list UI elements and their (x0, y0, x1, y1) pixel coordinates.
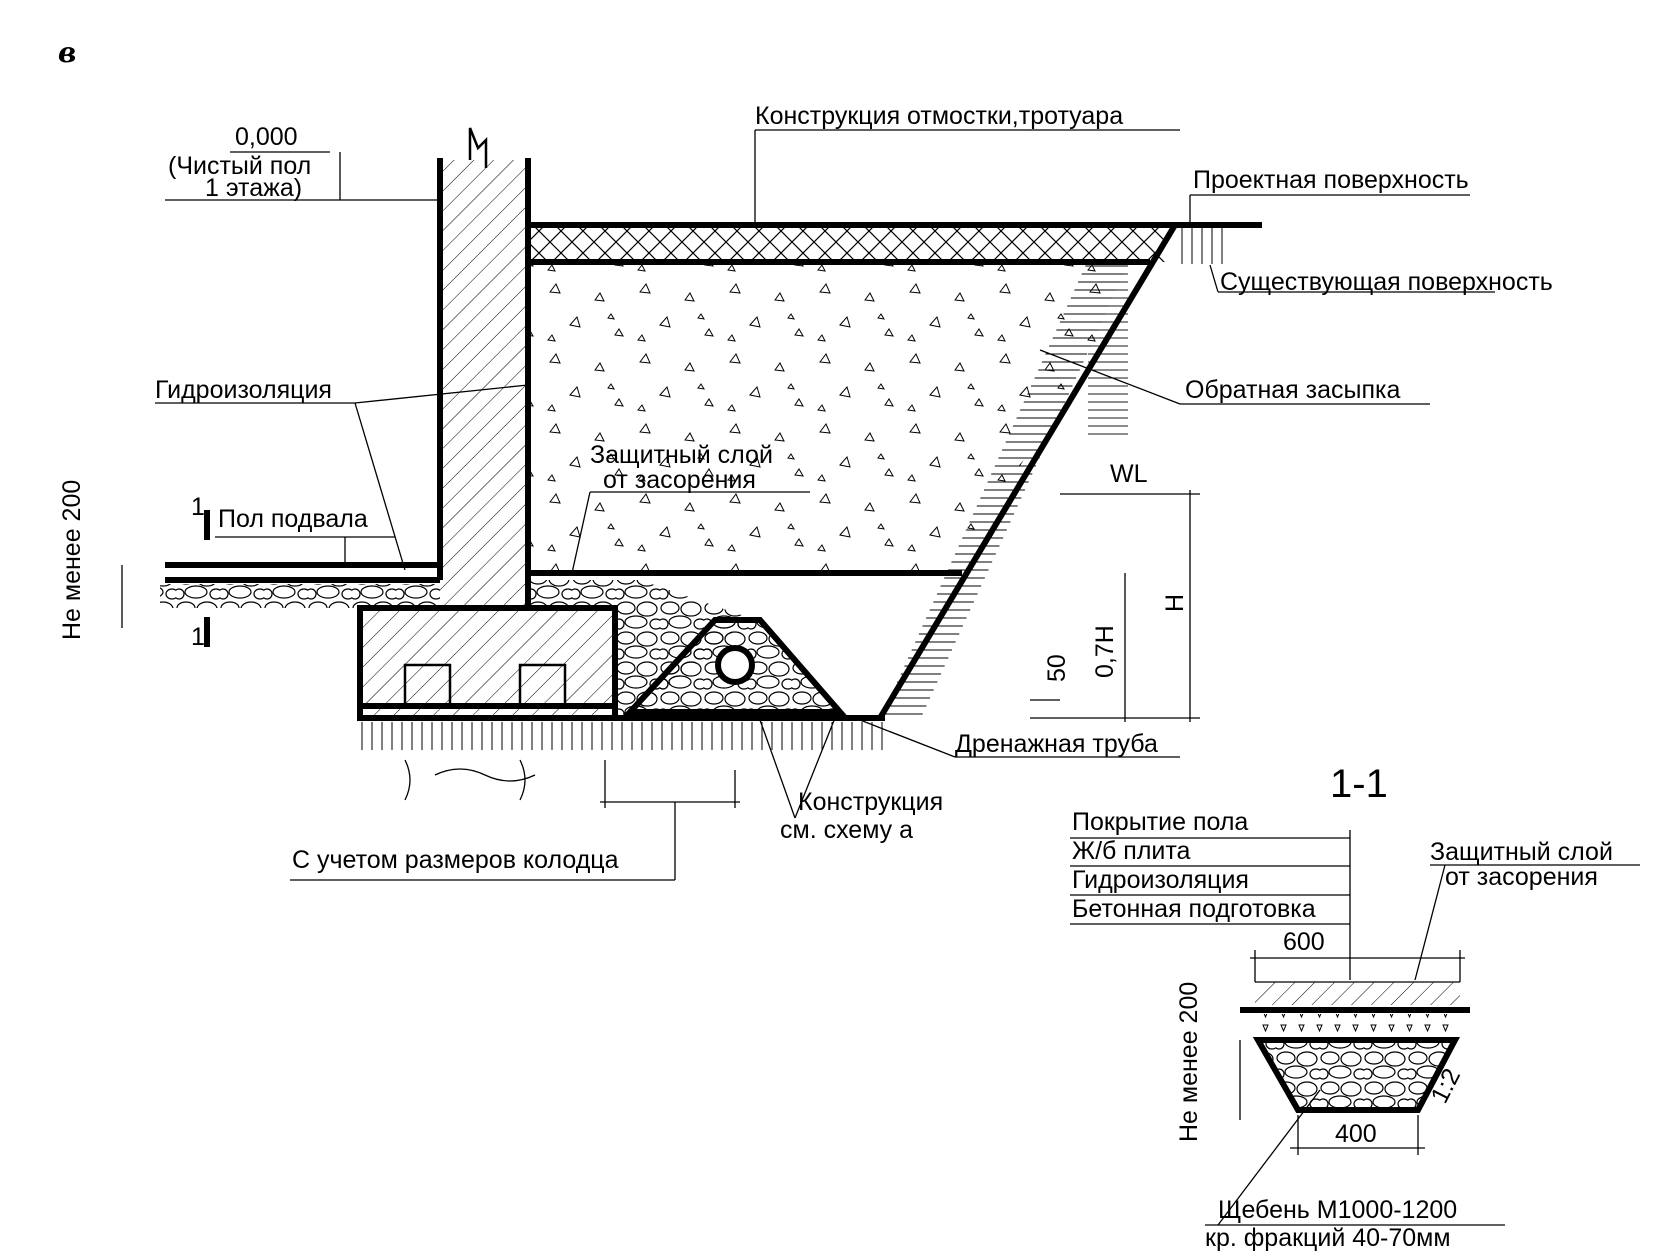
construction-label-1: Конструкция (798, 788, 943, 816)
dim600-label: 600 (1283, 928, 1325, 956)
level-note-1: (Чистый пол (168, 152, 311, 180)
existing-surface-leader (1209, 264, 1219, 293)
pavement-layer (530, 225, 1165, 262)
h-label: H (1161, 594, 1189, 612)
section-not-less-200: Не менее 200 (1175, 982, 1203, 1142)
section-gravel (1258, 1040, 1455, 1110)
waterproofing-leader-2 (354, 402, 406, 571)
layer-label-2: Гидроизоляция (1072, 866, 1249, 894)
main-section: 1 1 0,000 (Чистый пол 1 этажа) WL H 0,7 (58, 102, 1553, 881)
figure-letter: в (58, 36, 76, 69)
protective-label-2: от засорения (603, 466, 756, 494)
section-concrete-prep (1255, 1014, 1460, 1038)
pavement-label: Конструкция отмостки,тротуара (755, 102, 1123, 130)
waterproofing-label: Гидроизоляция (155, 376, 332, 404)
layer-label-0: Покрытие пола (1072, 808, 1248, 836)
wl-label: WL (1110, 460, 1148, 488)
well-size-label: С учетом размеров колодца (292, 846, 619, 874)
basement-wall (440, 160, 528, 608)
wall-break-mark (468, 127, 488, 168)
backfill-label: Обратная засыпка (1185, 376, 1401, 404)
drain-pipe (715, 645, 755, 685)
waterproofing-leader-1 (354, 384, 529, 404)
layer-label-3: Бетонная подготовка (1072, 895, 1316, 923)
basement-floor-gravel (160, 584, 440, 608)
construction-label-2: см. схему а (780, 816, 913, 844)
dim50-label: 50 (1043, 654, 1071, 682)
gravel-label-1: Щебень М1000-1200 (1218, 1196, 1457, 1224)
section-mark-label-top: 1 (191, 493, 205, 521)
section-protective-2: от засорения (1445, 863, 1598, 891)
protective-leader (571, 491, 591, 574)
section-protective-1: Защитный слой (1430, 838, 1613, 866)
level-value: 0,000 (235, 123, 298, 151)
section-trench (1252, 1037, 1460, 1113)
footing-outline (357, 605, 618, 721)
section-1-1: 1-1 Покрытие пола Ж/б плита Гидроизоляци… (1070, 762, 1640, 1252)
gravel-leader (1217, 1089, 1321, 1226)
design-surface-label: Проектная поверхность (1193, 166, 1469, 194)
level-note-2: 1 этажа) (205, 174, 302, 202)
section-mark-label-bottom: 1 (191, 623, 205, 651)
h07-label: 0,7H (1091, 625, 1119, 678)
drain-pipe-leader (854, 717, 956, 758)
drain-trapezoid (623, 617, 847, 715)
protective-label-1: Защитный слой (590, 441, 773, 469)
existing-surface-label: Существующая поверхность (1220, 268, 1553, 296)
soil-break-marks (404, 759, 536, 801)
backfill-leader (1039, 349, 1181, 405)
gravel-fill (528, 580, 750, 718)
construction-leader-1 (759, 719, 796, 819)
section-title: 1-1 (1330, 762, 1388, 806)
footing (360, 608, 615, 718)
basement-floor-label: Пол подвала (218, 505, 368, 533)
dim400-label: 400 (1335, 1120, 1377, 1148)
section-slab (1255, 982, 1460, 1005)
excavation-slope (877, 223, 1178, 720)
section-protective-leader (1414, 864, 1446, 981)
existing-surface-hatch (1175, 222, 1225, 264)
backfill-area (530, 262, 1145, 572)
not-less-200-label: Не менее 200 (58, 480, 86, 640)
layer-label-1: Ж/б плита (1072, 837, 1191, 865)
base-ground-hatch (360, 722, 890, 750)
gravel-label-2: кр. фракций 40-70мм (1205, 1224, 1451, 1252)
construction-leader-2 (794, 717, 836, 819)
drain-pipe-label: Дренажная труба (955, 730, 1158, 758)
